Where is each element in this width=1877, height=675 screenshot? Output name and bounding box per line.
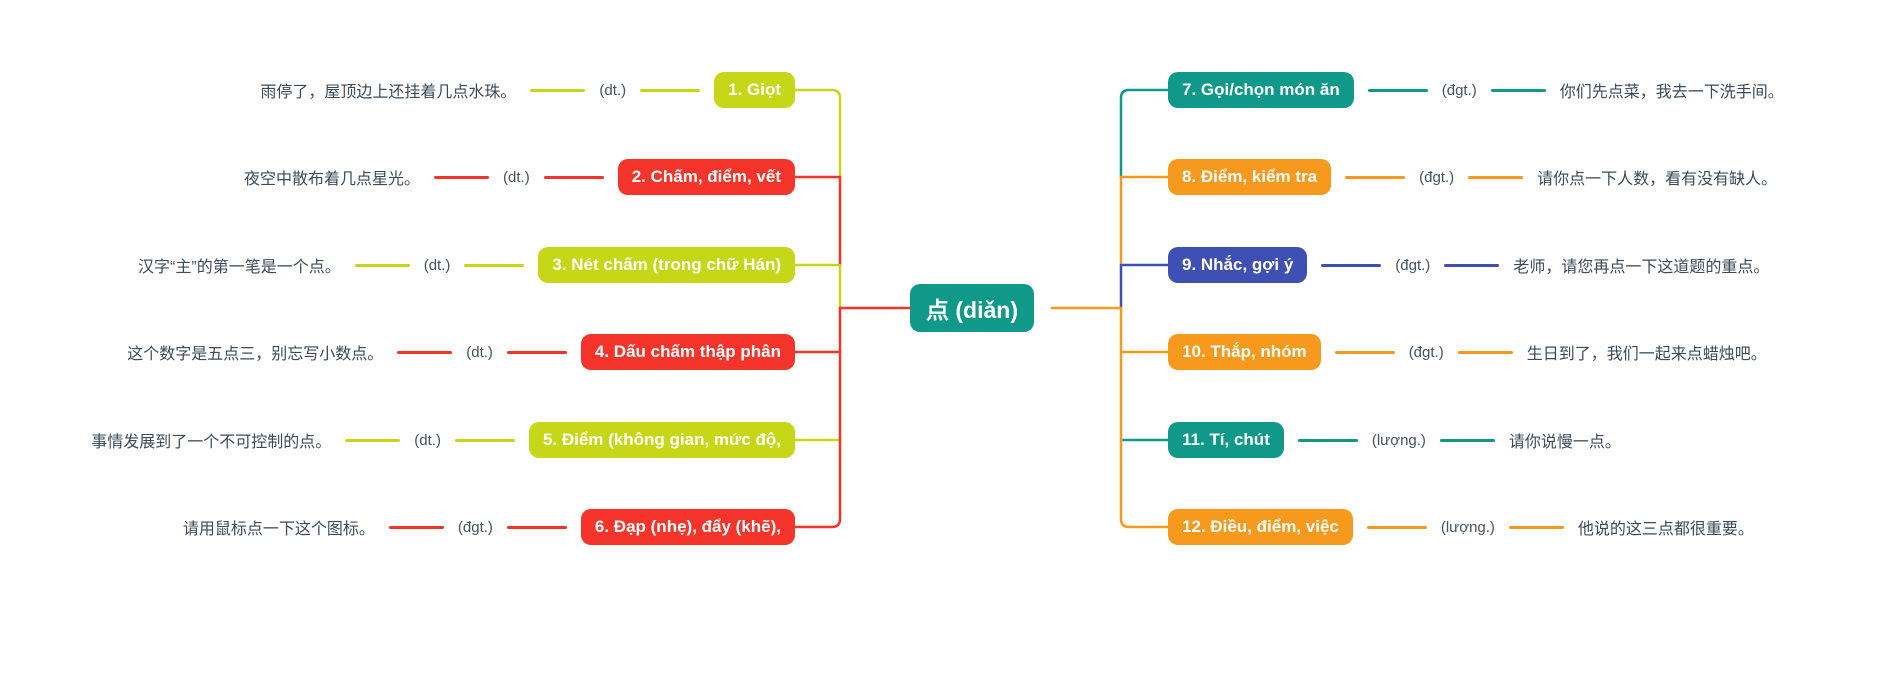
example-sentence: 夜空中散布着几点星光。 [244, 171, 421, 188]
connector-dash [388, 525, 444, 529]
connector-dash [1367, 88, 1428, 92]
part-of-speech-tag: (đgt.) [1419, 168, 1455, 186]
branch-row: 汉字“主”的第一笔是一个点。 (dt.) 3. Nét chấm (trong … [138, 245, 795, 285]
branch-node[interactable]: 5. Điểm (không gian, mức độ, [528, 422, 795, 458]
connector-dash [1490, 88, 1546, 92]
example-sentence: 老师，请您再点一下这道题的重点。 [1513, 259, 1770, 276]
connector-dash [506, 350, 567, 354]
branch-node[interactable]: 9. Nhắc, gợi ý [1168, 247, 1308, 283]
branch-row: 老师，请您再点一下这道题的重点。 (đgt.) 9. Nhắc, gợi ý [1168, 245, 1769, 285]
connector-dash [434, 175, 490, 179]
example-sentence: 事情发展到了一个不可控制的点。 [91, 434, 332, 451]
example-sentence: 汉字“主”的第一笔是一个点。 [138, 259, 341, 276]
part-of-speech-tag: (dt.) [423, 256, 451, 274]
part-of-speech-tag: (đgt.) [1395, 256, 1431, 274]
connector-dash [1457, 350, 1513, 354]
connector-dash [354, 263, 410, 267]
branch-row: 请你说慢一点。 (lượng.) 11. Tí, chút [1168, 420, 1621, 460]
example-sentence: 这个数字是五点三，别忘写小数点。 [127, 346, 384, 363]
branch-row: 请用鼠标点一下这个图标。 (đgt.) 6. Đạp (nhẹ), đẩy (k… [183, 507, 795, 547]
branch-row: 夜空中散布着几点星光。 (dt.) 2. Chấm, điểm, vết [244, 157, 795, 197]
connector-dash [506, 525, 567, 529]
example-sentence: 请用鼠标点一下这个图标。 [182, 521, 375, 538]
branch-row: 雨停了，屋顶边上还挂着几点水珠。 (dt.) 1. Giọt [260, 70, 795, 110]
connector-dash [640, 88, 701, 92]
part-of-speech-tag: (dt.) [414, 431, 441, 449]
part-of-speech-tag: (dt.) [599, 81, 627, 99]
branch-row: 请你点一下人数，看有没有缺人。 (đgt.) 8. Điểm, kiểm tra [1168, 157, 1777, 197]
branch-node[interactable]: 12. Điều, điểm, việc [1168, 509, 1353, 545]
branch-row: 事情发展到了一个不可控制的点。 (dt.) 5. Điểm (không gia… [91, 420, 795, 460]
example-sentence: 请你点一下人数，看有没有缺人。 [1537, 171, 1778, 188]
center-node[interactable]: 点 (diǎn) [910, 284, 1034, 332]
connector-dash [1345, 175, 1406, 179]
part-of-speech-tag: (đgt.) [457, 518, 493, 536]
branch-node[interactable]: 2. Chấm, điểm, vết [617, 159, 795, 195]
center-node-label: 点 (diǎn) [926, 297, 1018, 323]
connector-dash [464, 263, 525, 267]
branch-node[interactable]: 6. Đạp (nhẹ), đẩy (khẽ), [580, 509, 795, 545]
connector-dash [1297, 438, 1358, 442]
example-sentence: 雨停了，屋顶边上还挂着几点水珠。 [260, 84, 517, 101]
branch-node[interactable]: 4. Dấu chấm thập phân [580, 334, 795, 370]
part-of-speech-tag: (dt.) [503, 168, 530, 186]
branch-row: 生日到了，我们一起来点蜡烛吧。 (đgt.) 10. Thắp, nhóm [1168, 332, 1767, 372]
connector-dash [1321, 263, 1382, 267]
part-of-speech-tag: (lượng.) [1371, 431, 1426, 449]
connector-dash [1439, 438, 1495, 442]
part-of-speech-tag: (dt.) [466, 343, 493, 361]
connector-dash [1444, 263, 1500, 267]
part-of-speech-tag: (đgt.) [1408, 343, 1444, 361]
branch-node[interactable]: 1. Giọt [714, 72, 795, 108]
connector-dash [543, 175, 604, 179]
branch-node[interactable]: 8. Điểm, kiểm tra [1168, 159, 1332, 195]
connector-dash [397, 350, 453, 354]
example-sentence: 他说的这三点都很重要。 [1577, 521, 1754, 538]
connector-dash [454, 438, 515, 442]
branch-node[interactable]: 7. Gọi/chọn món ăn [1168, 72, 1354, 108]
part-of-speech-tag: (lượng.) [1440, 518, 1495, 536]
branch-node[interactable]: 3. Nét chấm (trong chữ Hán) [538, 247, 795, 283]
part-of-speech-tag: (đgt.) [1441, 81, 1477, 99]
branch-node[interactable]: 10. Thắp, nhóm [1168, 334, 1321, 370]
connector-dash [1468, 175, 1524, 179]
connector-dash [1334, 350, 1395, 354]
branch-row: 这个数字是五点三，别忘写小数点。 (dt.) 4. Dấu chấm thập … [127, 332, 795, 372]
branch-row: 你们先点菜，我去一下洗手间。 (đgt.) 7. Gọi/chọn món ăn [1168, 70, 1784, 110]
branch-row: 他说的这三点都很重要。 (lượng.) 12. Điều, điểm, việ… [1168, 507, 1754, 547]
example-sentence: 生日到了，我们一起来点蜡烛吧。 [1526, 346, 1767, 363]
connector-dash [530, 88, 586, 92]
example-sentence: 你们先点菜，我去一下洗手间。 [1559, 84, 1784, 101]
connector-dash [1508, 525, 1564, 529]
connector-dash [1366, 525, 1427, 529]
example-sentence: 请你说慢一点。 [1508, 434, 1621, 451]
connector-dash [345, 438, 401, 442]
branch-node[interactable]: 11. Tí, chút [1168, 422, 1284, 458]
